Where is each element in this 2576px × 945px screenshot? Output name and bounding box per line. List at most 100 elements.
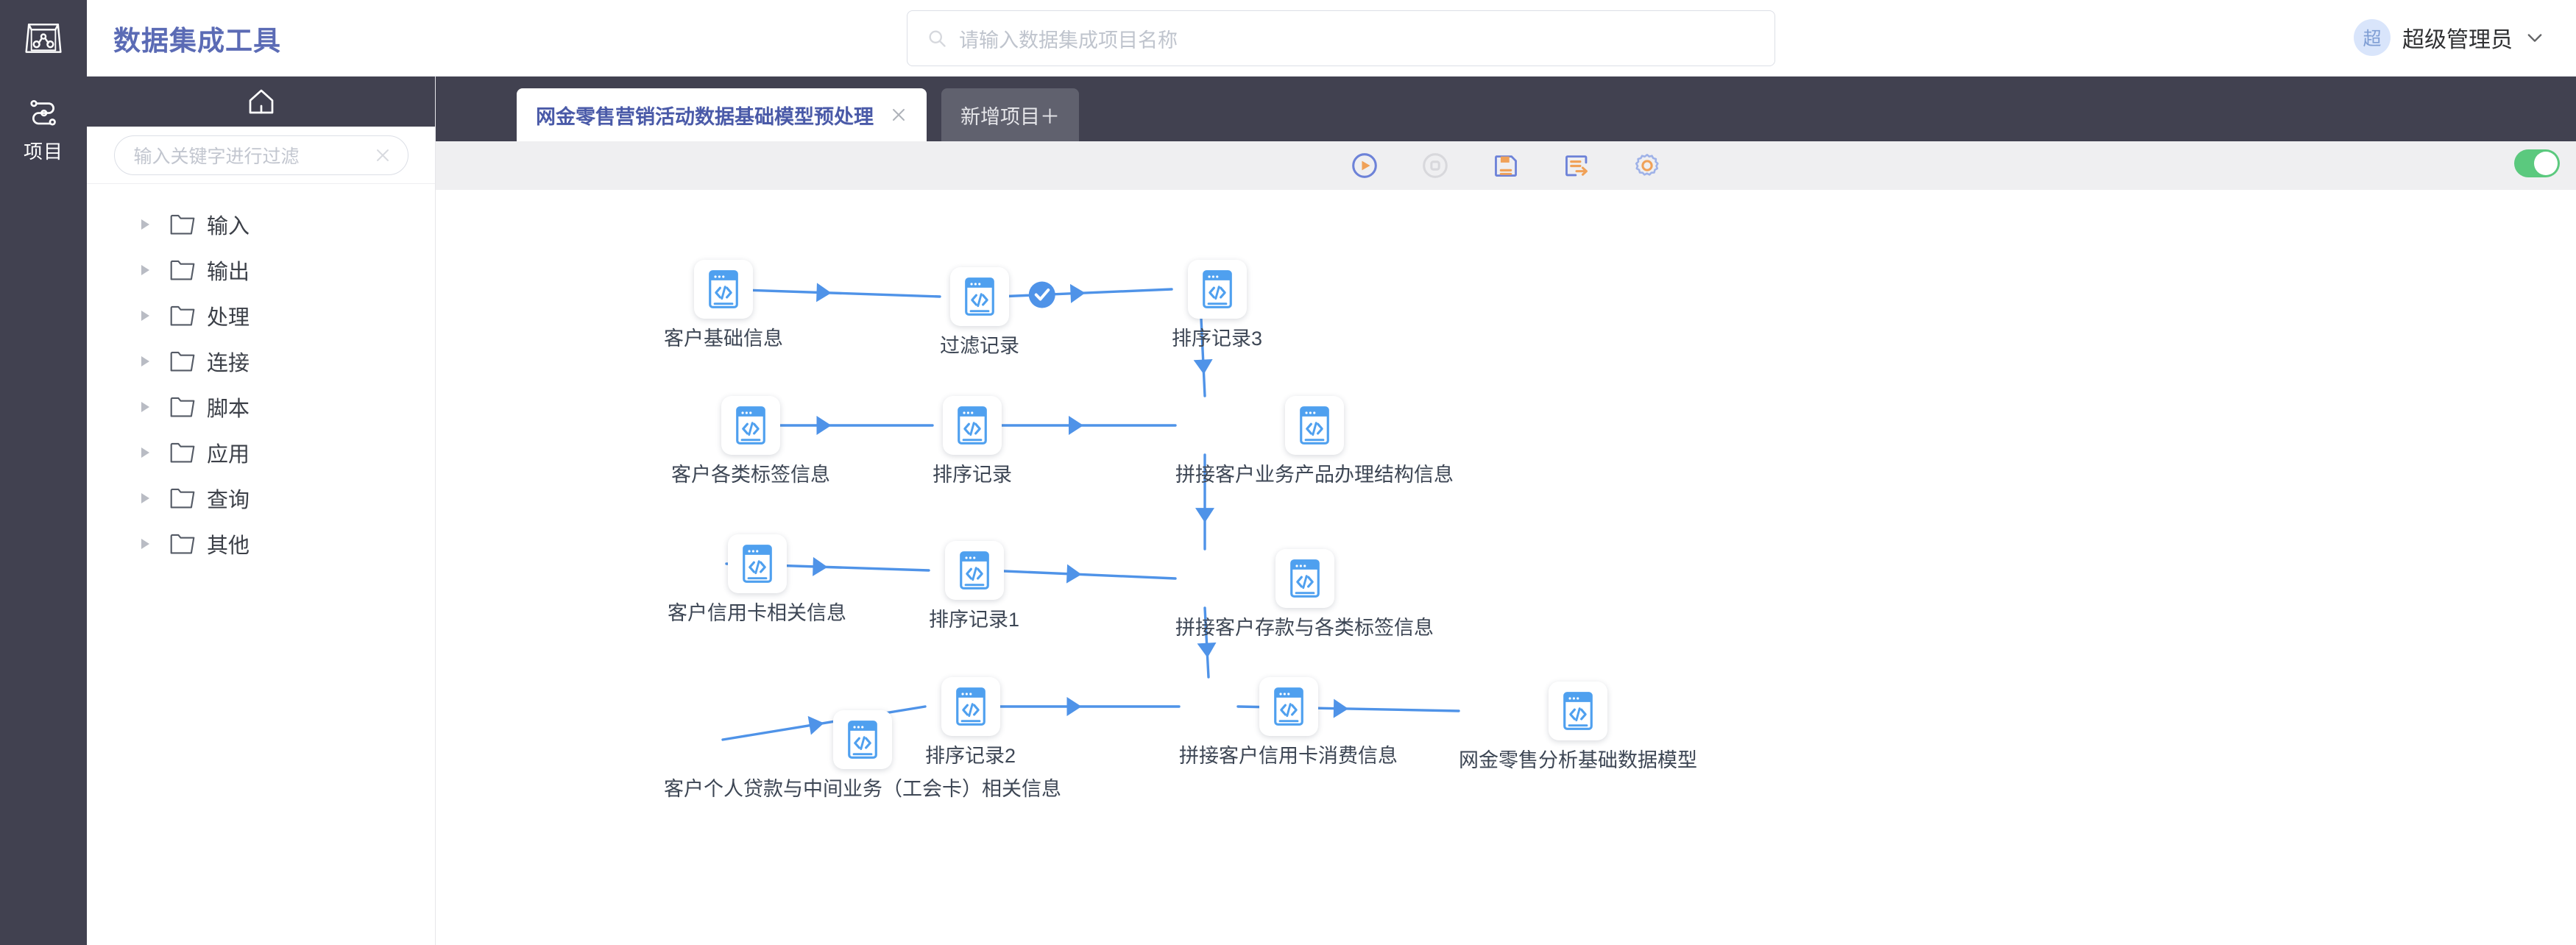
node-icon-card[interactable] bbox=[950, 267, 1009, 326]
app-title: 数据集成工具 bbox=[113, 25, 281, 56]
node-icon-card[interactable] bbox=[721, 396, 780, 455]
code-window-icon bbox=[709, 270, 738, 308]
search-input[interactable]: 请输入数据集成项目名称 bbox=[959, 29, 1178, 52]
check-badge-icon[interactable] bbox=[1028, 281, 1055, 308]
stop-button[interactable] bbox=[1419, 149, 1451, 182]
close-icon[interactable] bbox=[374, 146, 392, 164]
tree-item-2[interactable]: 处理 bbox=[87, 293, 435, 339]
flow-node[interactable]: 客户基础信息 bbox=[664, 260, 783, 350]
chevron-right-icon[interactable] bbox=[141, 356, 149, 367]
flow-node[interactable]: 网金零售分析基础数据模型 bbox=[1459, 682, 1697, 772]
flow-edge-arrow bbox=[813, 556, 828, 576]
add-project-tab[interactable]: 新增项目＋ bbox=[941, 88, 1079, 141]
app-logo[interactable] bbox=[0, 0, 87, 77]
rail-item-label: 项目 bbox=[23, 141, 63, 163]
chevron-right-icon[interactable] bbox=[141, 311, 149, 321]
flow-node[interactable]: 客户信用卡相关信息 bbox=[668, 534, 846, 625]
code-window-icon bbox=[742, 545, 772, 583]
node-icon-card[interactable] bbox=[944, 541, 1004, 600]
chevron-right-icon[interactable] bbox=[141, 493, 149, 503]
flow-node[interactable]: 拼接客户信用卡消费信息 bbox=[1179, 677, 1398, 768]
node-icon-card[interactable] bbox=[1275, 549, 1334, 608]
flow-node[interactable]: 拼接客户业务产品办理结构信息 bbox=[1175, 396, 1454, 486]
tree-item-3[interactable]: 连接 bbox=[87, 339, 435, 384]
tree-item-label: 连接 bbox=[207, 352, 250, 375]
node-icon-card[interactable] bbox=[694, 260, 753, 319]
node-label: 客户各类标签信息 bbox=[671, 464, 830, 486]
tree-item-4[interactable]: 脚本 bbox=[87, 384, 435, 430]
tree-item-label: 脚本 bbox=[207, 397, 250, 421]
node-icon-card[interactable] bbox=[727, 534, 787, 593]
home-icon[interactable] bbox=[246, 86, 277, 117]
flow-node[interactable]: 排序记录3 bbox=[1172, 260, 1262, 350]
project-flow-icon bbox=[30, 99, 56, 126]
filter-input[interactable]: 输入关键字进行过滤 bbox=[113, 135, 408, 175]
tab-label: 网金零售营销活动数据基础模型预处理 bbox=[536, 105, 874, 128]
left-rail: 项目 bbox=[0, 77, 87, 945]
code-window-icon bbox=[736, 406, 765, 445]
code-window-icon bbox=[1273, 687, 1303, 726]
node-icon-card[interactable] bbox=[943, 396, 1002, 455]
tree-item-7[interactable]: 其他 bbox=[87, 521, 435, 567]
flow-node[interactable]: 客户各类标签信息 bbox=[671, 396, 830, 486]
save-button[interactable] bbox=[1490, 149, 1522, 182]
flow-edge-arrow bbox=[1069, 283, 1086, 303]
node-label: 客户基础信息 bbox=[664, 328, 783, 350]
flow-canvas[interactable]: 客户基础信息 过滤记录 排序记录3 客户各类标签信息 排序记录 拼接客户业务产品办理结构信… bbox=[436, 190, 2576, 945]
node-icon-card[interactable] bbox=[941, 677, 1000, 736]
node-icon-card[interactable] bbox=[1285, 396, 1344, 455]
chevron-right-icon[interactable] bbox=[141, 539, 149, 549]
node-label: 网金零售分析基础数据模型 bbox=[1459, 749, 1697, 771]
tree-item-0[interactable]: 输入 bbox=[87, 202, 435, 247]
flow-edge-arrow bbox=[816, 283, 832, 302]
folder-icon bbox=[170, 305, 195, 326]
flow-edge[interactable] bbox=[1203, 606, 1210, 679]
code-window-icon bbox=[1202, 270, 1232, 308]
close-icon[interactable] bbox=[890, 106, 907, 124]
chevron-right-icon[interactable] bbox=[141, 265, 149, 275]
chevron-down-icon[interactable] bbox=[2524, 27, 2545, 48]
project-tree: 输入输出处理连接脚本应用查询其他 bbox=[87, 184, 435, 567]
node-label: 拼接客户信用卡消费信息 bbox=[1179, 745, 1398, 767]
node-icon-card[interactable] bbox=[1549, 682, 1607, 740]
rail-item-project[interactable]: 项目 bbox=[24, 97, 63, 164]
tree-item-5[interactable]: 应用 bbox=[87, 430, 435, 475]
add-project-label: 新增项目＋ bbox=[960, 105, 1060, 128]
canvas-toggle[interactable] bbox=[2514, 149, 2560, 177]
flow-edge[interactable] bbox=[1200, 317, 1206, 397]
chevron-right-icon[interactable] bbox=[141, 219, 149, 230]
flow-edge-arrow bbox=[1066, 697, 1082, 716]
settings-button[interactable] bbox=[1631, 149, 1663, 182]
node-icon-card[interactable] bbox=[1259, 677, 1318, 736]
project-search[interactable]: 请输入数据集成项目名称 bbox=[907, 10, 1775, 66]
tree-item-label: 输出 bbox=[207, 261, 250, 284]
flow-node[interactable]: 排序记录 bbox=[933, 396, 1012, 486]
tree-item-1[interactable]: 输出 bbox=[87, 247, 435, 293]
tab-strip: 网金零售营销活动数据基础模型预处理 新增项目＋ bbox=[436, 77, 2576, 141]
flow-node[interactable]: 客户个人贷款与中间业务（工会卡）相关信息 bbox=[664, 710, 1061, 801]
avatar: 超 bbox=[2354, 19, 2391, 56]
tree-item-6[interactable]: 查询 bbox=[87, 475, 435, 521]
node-icon-card[interactable] bbox=[833, 710, 892, 769]
search-box[interactable]: 请输入数据集成项目名称 bbox=[907, 10, 1775, 66]
flow-edges bbox=[721, 281, 1460, 741]
flow-node[interactable]: 拼接客户存款与各类标签信息 bbox=[1175, 549, 1434, 640]
flow-node[interactable]: 排序记录1 bbox=[929, 541, 1019, 631]
user-menu[interactable]: 超 超级管理员 bbox=[2354, 19, 2545, 56]
code-window-icon bbox=[1289, 559, 1320, 598]
filter-placeholder[interactable]: 输入关键字进行过滤 bbox=[133, 146, 300, 167]
chevron-right-icon[interactable] bbox=[141, 402, 149, 412]
user-name: 超级管理员 bbox=[2402, 28, 2513, 52]
node-label: 拼接客户存款与各类标签信息 bbox=[1175, 617, 1434, 639]
tab-project-0[interactable]: 网金零售营销活动数据基础模型预处理 bbox=[517, 88, 927, 141]
run-button[interactable] bbox=[1348, 149, 1381, 182]
flow-edge-arrow bbox=[1333, 698, 1348, 718]
node-icon-card[interactable] bbox=[1187, 260, 1247, 319]
chevron-right-icon[interactable] bbox=[141, 447, 149, 458]
node-label: 排序记录 bbox=[933, 464, 1012, 486]
flow-node[interactable]: 排序记录2 bbox=[925, 677, 1016, 768]
folder-icon bbox=[170, 214, 195, 235]
tree-item-label: 输入 bbox=[207, 215, 250, 238]
export-button[interactable] bbox=[1560, 149, 1593, 182]
flow-node[interactable]: 过滤记录 bbox=[940, 267, 1019, 358]
